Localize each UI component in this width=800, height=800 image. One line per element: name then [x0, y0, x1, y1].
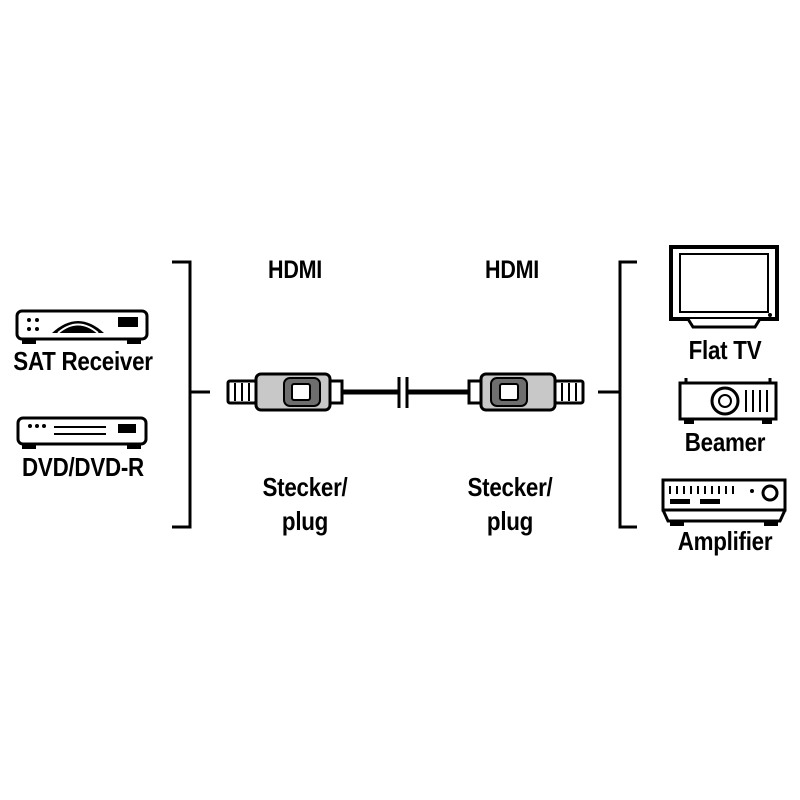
hdmi-cable [340, 377, 470, 408]
target-device-label: Flat TV [688, 335, 762, 365]
flat-tv-icon [669, 245, 779, 329]
connector-right-type: HDMI [485, 256, 539, 284]
connector-left-gender-line2: plug [281, 506, 329, 536]
connector-left-type: HDMI [268, 256, 322, 284]
dvd-player-icon [16, 416, 148, 449]
source-device-label: SAT Receiver [13, 346, 153, 376]
connector-right-gender-line1: Stecker/ [467, 472, 553, 502]
right-bracket [598, 260, 637, 529]
connector-left-gender: Stecker/ plug [249, 470, 361, 538]
target-device-label: Beamer [684, 427, 766, 457]
left-bracket [172, 260, 210, 529]
amplifier-icon [661, 478, 787, 526]
hdmi-plug-left-icon [226, 372, 344, 412]
sat-receiver-icon [15, 309, 149, 344]
hdmi-plug-right-icon [467, 372, 585, 412]
connector-left-gender-line1: Stecker/ [262, 472, 348, 502]
source-device-label: DVD/DVD-R [22, 452, 144, 482]
connector-right-gender-line2: plug [486, 506, 534, 536]
connector-right-gender: Stecker/ plug [454, 470, 566, 538]
projector-icon [678, 378, 778, 424]
target-device-label: Amplifier [677, 526, 773, 556]
